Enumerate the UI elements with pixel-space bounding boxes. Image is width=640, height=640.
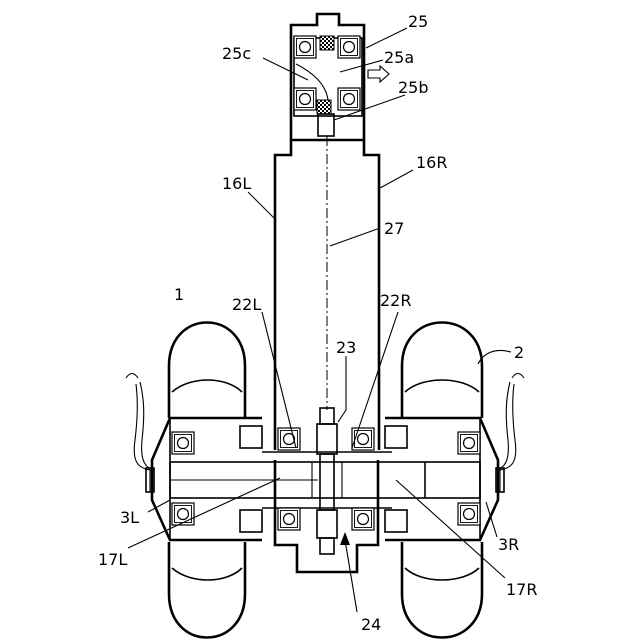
label-17R: 17R (506, 580, 537, 599)
label-3R: 3R (498, 535, 519, 554)
label-3L: 3L (120, 508, 139, 527)
right-hub-3R (385, 374, 524, 541)
label-22L: 22L (232, 295, 261, 314)
differential-23 (312, 408, 342, 554)
actuator-housing-25 (291, 14, 389, 140)
leader-arrowhead-icon (340, 532, 350, 545)
label-25a: 25a (384, 48, 414, 67)
label-25b: 25b (398, 78, 429, 97)
axle-17 (170, 428, 480, 530)
label-1: 1 (174, 285, 184, 304)
label-22R: 22R (380, 291, 411, 310)
label-17L: 17L (98, 550, 127, 569)
right-wheel-2 (402, 323, 482, 638)
label-25c: 25c (222, 44, 251, 63)
label-25: 25 (408, 12, 428, 31)
label-27: 27 (384, 219, 404, 238)
label-24: 24 (361, 615, 381, 634)
label-2: 2 (514, 343, 524, 362)
label-23: 23 (336, 338, 356, 357)
left-hub-3L (126, 374, 262, 541)
label-16L: 16L (222, 174, 251, 193)
label-16R: 16R (416, 153, 447, 172)
output-arrow-icon (368, 66, 389, 82)
